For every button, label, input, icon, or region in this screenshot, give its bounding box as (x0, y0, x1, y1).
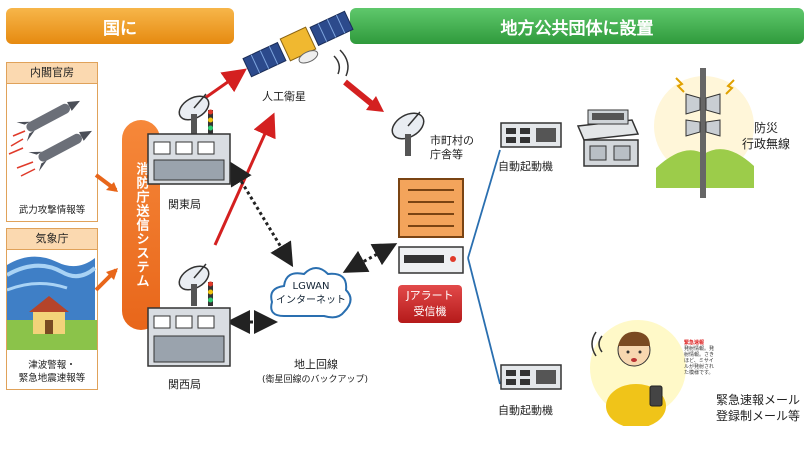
downlink-municipality (343, 79, 374, 107)
cabinet-label: 内閣官房 (7, 63, 97, 84)
kanto-station-label: 関東局 (168, 198, 201, 211)
auto-start-label-bottom: 自動起動機 (498, 404, 553, 417)
kanto-station-building (147, 93, 231, 185)
local-banner: 地方公共団体に設置 (350, 8, 804, 44)
auto-start-unit-top (500, 122, 562, 148)
ground-link-municipality (342, 243, 398, 273)
jma-info-label: 津波警報・ 緊急地震速報等 (18, 360, 86, 384)
broadcast-console (576, 109, 640, 167)
person-with-phone-icon (590, 320, 686, 426)
auto-start-label-top: 自動起動機 (498, 160, 553, 173)
distribution-line-radio (467, 149, 501, 259)
phone-alert-text: 緊急速報発射情報。発射情報。さきほど、ミサイルが発射された模様です。 (684, 340, 715, 376)
kansai-station-building (147, 263, 231, 367)
municipality-building (398, 178, 464, 238)
ground-line-subtitle: (衛星回線のバックアップ) (261, 375, 369, 385)
cabinet-info-label: 武力攻撃情報等 (18, 205, 86, 216)
jma-label: 気象庁 (7, 229, 97, 250)
municipality-label: 市町村の 庁舎等 (430, 134, 474, 161)
uplink-kanto (204, 68, 247, 100)
tsunami-house-icon (7, 256, 97, 350)
auto-start-unit-bottom (500, 364, 562, 390)
ground-link-kanto (228, 160, 294, 268)
j-alert-receiver-label: Jアラート 受信機 (398, 285, 462, 323)
cabinet-source-box: 内閣官房 武力攻撃情報等 (6, 62, 98, 222)
lgwan-cloud (270, 267, 352, 319)
lgwan-label: LGWAN インターネット (276, 281, 346, 306)
disaster-radio-label: 防災 行政無線 (742, 121, 791, 151)
municipality-dish-icon (391, 111, 425, 156)
missile-icon (8, 100, 92, 177)
satellite-label: 人工衛星 (262, 90, 306, 103)
satellite-icon (242, 10, 354, 78)
jma-source-box: 気象庁 津波警報・ 緊急地震速報等 (6, 228, 98, 390)
ground-line-title: 地上回線 (294, 358, 338, 371)
loudspeaker-tower-icon (654, 68, 754, 198)
national-banner: 国に (6, 8, 234, 44)
receiver-unit (398, 246, 464, 274)
distribution-line-mail (467, 257, 501, 385)
emergency-mail-label: 緊急速報メール 登録制メール等 (716, 393, 801, 423)
kansai-station-label: 関西局 (168, 378, 201, 391)
